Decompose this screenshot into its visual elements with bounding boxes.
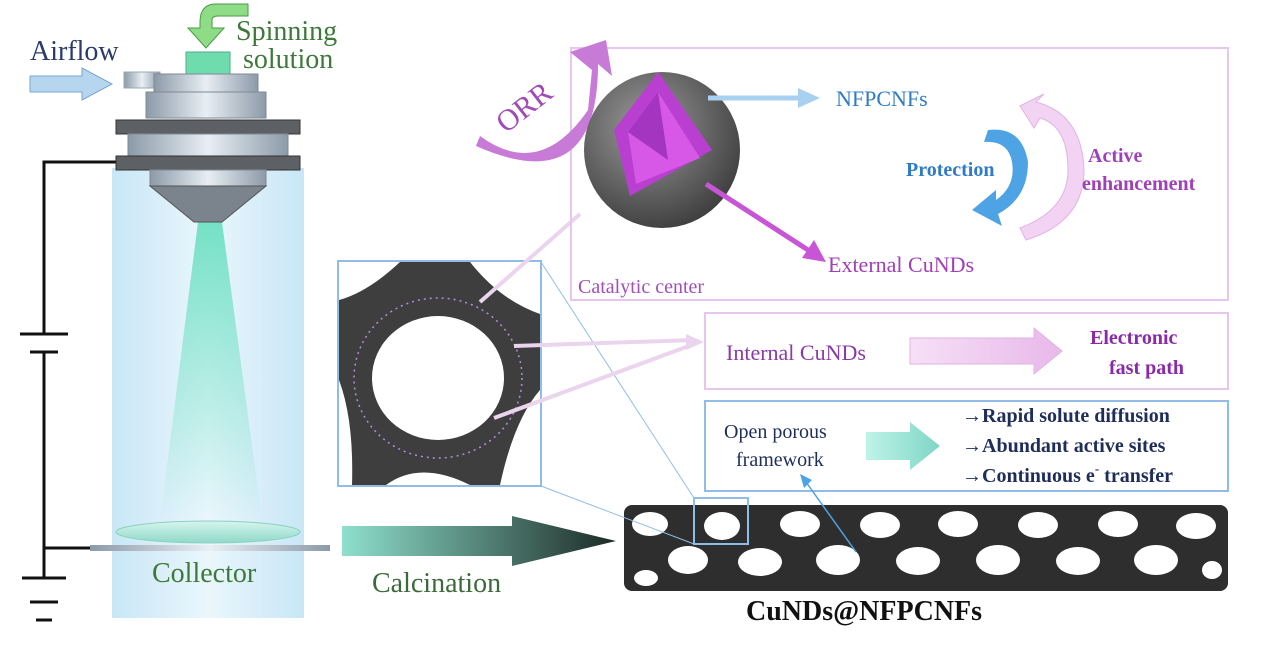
- orr-arrow: [476, 40, 612, 162]
- calcination-arrow: [342, 516, 616, 566]
- porous-label-line1: Open porous: [724, 421, 827, 443]
- pointer-to-internal-1: [513, 338, 695, 348]
- airflow-arrow: [29, 67, 114, 101]
- active-label-line2: enhancement: [1082, 173, 1196, 195]
- external-cunds-label: External CuNDs: [828, 252, 974, 277]
- framework-pointer-line: [805, 481, 857, 553]
- internal-cunds-label: Internal CuNDs: [726, 340, 866, 365]
- framework-pointer-head: [800, 474, 812, 488]
- pore-outer-cutout-left-top: [339, 262, 400, 300]
- calcination-label: Calcination: [372, 568, 501, 599]
- benefit-electron-transfer: →Continuous e- transfer: [962, 461, 1173, 487]
- spinneret-body: [145, 91, 267, 119]
- external-cunds-arrow-head: [802, 240, 826, 262]
- fiber-zoom-box: [693, 497, 749, 545]
- pore-outer-cutout-right-bottom: [500, 390, 540, 485]
- wire-top: [42, 160, 116, 334]
- internal-to-electronic-arrow: [909, 326, 1063, 376]
- spinneret-cap: [153, 73, 259, 93]
- porous-label-line2: framework: [736, 449, 824, 471]
- pore-outer-cutout-bottom: [386, 472, 470, 485]
- electrospinning-apparatus: [20, 3, 330, 622]
- external-cunds-arrow-line: [704, 181, 810, 253]
- cunds-dots-ring: [353, 297, 523, 459]
- fiber-pores: [632, 511, 1222, 586]
- porous-fiber: [624, 497, 1228, 591]
- active-enhancement-arrow: [1019, 93, 1085, 241]
- catalytic-sphere: [584, 72, 740, 228]
- pointer-to-internal-head: [686, 334, 704, 350]
- spray-jet: [160, 222, 262, 520]
- porous-to-benefits-arrow: [866, 422, 940, 470]
- collector-fibers: [115, 520, 301, 544]
- pointer-to-catalytic-center: [478, 212, 582, 304]
- product-label: CuNDs@NFPCNFs: [746, 596, 982, 627]
- electronic-label-line1: Electronic: [1090, 327, 1178, 349]
- collector-plate: [90, 545, 330, 551]
- active-label-line1: Active: [1088, 145, 1143, 167]
- catalytic-center-box: [570, 47, 1229, 301]
- benefit-3-sup: -: [1095, 461, 1099, 476]
- benefit-3-main: →Continuous e: [962, 465, 1095, 487]
- spinning-solution-arrow: [186, 3, 249, 49]
- catalytic-center-label: Catalytic center: [578, 276, 704, 298]
- protection-label: Protection: [906, 159, 995, 181]
- protection-arrow: [972, 129, 1028, 226]
- spinneret-flange-bottom: [115, 155, 301, 171]
- benefit-rapid-diffusion: →Rapid solute diffusion: [962, 405, 1170, 427]
- spinning-solution-label-line2: solution: [243, 44, 333, 75]
- zoom-line-bottom: [540, 485, 695, 545]
- airflow-label: Airflow: [30, 36, 119, 67]
- spinneret-housing: [127, 133, 289, 157]
- pore-outer-cutout-left-bottom: [339, 380, 353, 485]
- benefit-3-end: transfer: [1099, 465, 1173, 487]
- zoom-line-top: [540, 261, 695, 499]
- spinneret-flange-top: [115, 119, 301, 135]
- nfpcnfs-arrow-head: [798, 88, 820, 108]
- porous-framework-box: [704, 400, 1229, 492]
- spinning-solution-label-line1: Spinning: [236, 16, 337, 47]
- nfpcnfs-label: NFPCNFs: [836, 86, 928, 111]
- electronic-label-line2: fast path: [1109, 357, 1184, 379]
- pore-outer-cutout-right-top: [470, 262, 540, 314]
- spinneret-cone: [148, 185, 268, 223]
- sphere-core-face-2: [628, 92, 668, 160]
- internal-cunds-box: [704, 312, 1229, 390]
- pore-inset: [337, 260, 542, 487]
- pore-hole: [372, 316, 504, 440]
- collector-label: Collector: [152, 558, 257, 589]
- orr-label: ORR: [490, 75, 559, 139]
- benefit-active-sites: →Abundant active sites: [962, 435, 1166, 457]
- pointer-to-internal-2: [493, 342, 695, 420]
- spinneret-lower: [149, 169, 267, 187]
